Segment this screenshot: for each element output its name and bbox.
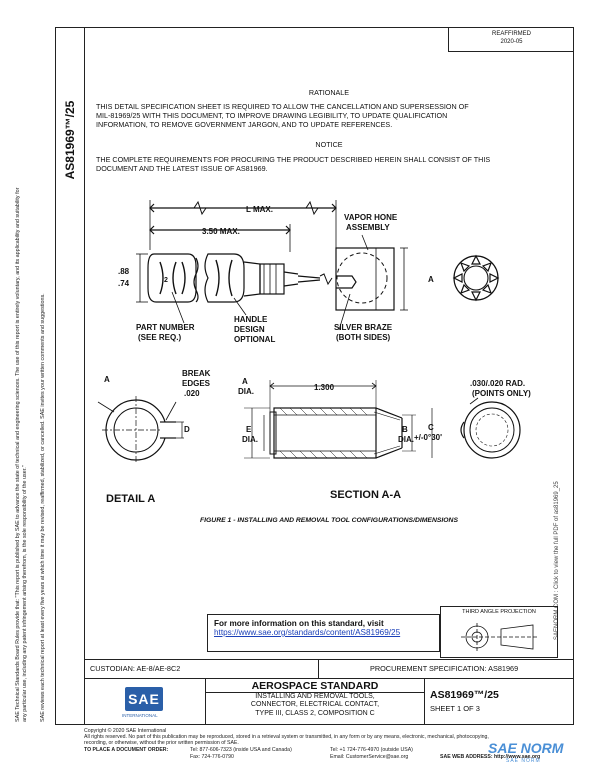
sheet-number: SHEET 1 OF 3 <box>430 704 480 713</box>
watermark-text: SAE NORM <box>488 740 564 756</box>
a-dia-label-2: DIA. <box>238 387 254 396</box>
e-dia-label-2: DIA. <box>242 435 258 444</box>
rationale-body-line1: THIS DETAIL SPECIFICATION SHEET IS REQUI… <box>96 102 469 111</box>
handle-label-3: OPTIONAL <box>234 335 275 344</box>
sae-logo-icon: SAE <box>125 687 163 711</box>
title-block-top-line <box>84 659 574 660</box>
notice-heading: NOTICE <box>315 140 343 149</box>
points-end-view <box>460 397 521 459</box>
handle-left-body <box>147 253 197 303</box>
silver-braze-label-2: (BOTH SIDES) <box>336 333 391 342</box>
break-edges-label-1: BREAK <box>182 369 211 378</box>
footer-fax: Fax: 724-776-0790 <box>190 754 234 760</box>
desc-line-1: INSTALLING AND REMOVAL TOOLS, <box>255 693 375 700</box>
rationale-body-line3: INFORMATION, TO REMOVE GOVERNMENT JARGON… <box>96 120 393 129</box>
dim-1300-label: 1.300 <box>314 383 335 392</box>
revision-date: 2020-05 <box>500 39 523 45</box>
notice-body-line1: THE COMPLETE REQUIREMENTS FOR PROCURING … <box>96 155 491 164</box>
detail-a-view <box>97 396 184 464</box>
dim-74-label: .74 <box>118 279 130 288</box>
rad-label-2: (POINTS ONLY) <box>472 389 531 398</box>
revision-box: REAFFIRMED 2020-05 <box>448 27 574 52</box>
info-box-title: For more information on this standard, v… <box>214 619 384 628</box>
title-underline <box>206 692 424 693</box>
b-dia-label-2: DIA. <box>398 435 414 444</box>
dim-88-label: .88 <box>118 267 130 276</box>
footer-copyright: Copyright © 2020 SAE International <box>84 728 167 734</box>
break-edges-label-2: EDGES <box>182 379 211 388</box>
handle-label-2: DESIGN <box>234 325 265 334</box>
left-margin-column <box>55 27 84 725</box>
footer-tel: Tel: 877-606-7323 (inside USA and Canada… <box>190 747 292 753</box>
footer-tel-2: Tel: +1 724-776-4970 (outside USA) <box>330 747 413 753</box>
svg-text:2: 2 <box>164 277 168 284</box>
end-view-star <box>452 254 500 302</box>
sidebar-notice-2: SAE reviews each technical report at lea… <box>40 293 46 722</box>
detail-d-label: D <box>184 425 190 434</box>
sidebar-doc-number: AS81969™/25 <box>63 100 77 180</box>
projection-box: THIRD ANGLE PROJECTION <box>440 606 558 658</box>
info-box-link[interactable]: https://www.sae.org/standards/content/AS… <box>214 628 401 637</box>
footer-rights: All rights reserved. No part of this pub… <box>84 734 489 740</box>
dim-350-label: 3.50 MAX. <box>202 227 240 236</box>
projection-label: THIRD ANGLE PROJECTION <box>462 609 536 615</box>
footer-web[interactable]: SAE WEB ADDRESS: http://www.sae.org <box>440 754 541 760</box>
sidebar-notice-1: SAE Technical Standards Board Rules prov… <box>15 187 28 722</box>
footer-rights-2: recording, or otherwise, without the pri… <box>84 740 239 746</box>
projection-symbol-icon <box>461 623 539 651</box>
handle-label-1: HANDLE <box>234 315 268 324</box>
section-a-label: A <box>428 275 434 284</box>
figure-caption: FIGURE 1 - INSTALLING AND REMOVAL TOOL C… <box>199 517 459 524</box>
sae-logo-box: SAE INTERNATIONAL <box>84 678 206 725</box>
standard-title: AEROSPACE STANDARD <box>251 680 379 692</box>
notice-body-line2: DOCUMENT AND THE LATEST ISSUE OF AS81969… <box>96 164 268 173</box>
footer-email[interactable]: Email: CustomerService@sae.org <box>330 754 409 760</box>
handle-right-body <box>204 253 245 303</box>
part-number-label-2: (SEE REQ.) <box>138 333 181 342</box>
c-label-2: +/-0°30' <box>414 433 442 442</box>
break-edges-label-3: .020 <box>184 389 200 398</box>
desc-line-3: TYPE III, CLASS 2, COMPOSITION C <box>255 709 375 717</box>
title-block-divider <box>318 659 319 678</box>
vapor-hone-label-1: VAPOR HONE <box>344 213 398 222</box>
b-dia-label-1: B <box>402 425 408 434</box>
tip-assembly <box>335 247 395 311</box>
revision-label: REAFFIRMED <box>492 31 531 37</box>
sae-logo-sub: INTERNATIONAL <box>122 713 158 718</box>
part-number-label-1: PART NUMBER <box>136 323 195 332</box>
doc-number: AS81969™/25 <box>430 689 499 701</box>
procurement-text: PROCUREMENT SPECIFICATION: AS81969 <box>370 664 519 673</box>
detail-a-title: DETAIL A <box>106 493 155 505</box>
technical-drawing: 2 <box>97 200 531 505</box>
title-block-mid-line <box>84 678 574 679</box>
l-max-label: L MAX. <box>246 205 273 214</box>
silver-braze-label-1: SILVER BRAZE <box>334 323 393 332</box>
watermark-sub: SAE NORM <box>506 758 541 764</box>
vapor-hone-label-2: ASSEMBLY <box>346 223 390 232</box>
e-dia-label-1: E <box>246 425 252 434</box>
doc-number-box: AS81969™/25 SHEET 1 OF 3 <box>424 678 574 725</box>
rationale-body-line2: MIL-81969/25 WITH THIS DOCUMENT, TO IMPR… <box>96 111 448 120</box>
section-aa-title: SECTION A-A <box>330 489 401 501</box>
c-label-1: C <box>428 423 434 432</box>
standard-description: INSTALLING AND REMOVAL TOOLS, CONNECTOR,… <box>206 693 424 718</box>
saenorm-watermark: SAE NORM SAE NORM <box>484 736 596 770</box>
rad-label-1: .030/.020 RAD. <box>470 379 525 388</box>
footer-order-label: TO PLACE A DOCUMENT ORDER: <box>84 747 169 753</box>
info-box: For more information on this standard, v… <box>207 614 440 652</box>
page-frame <box>84 27 574 725</box>
rationale-heading: RATIONALE <box>308 88 350 97</box>
detail-a-marker: A <box>104 375 110 384</box>
custodian-text: CUSTODIAN: AE-8/AE-8C2 <box>90 664 181 673</box>
desc-line-2: CONNECTOR, ELECTRICAL CONTACT, <box>250 701 380 709</box>
a-dia-label-1: A <box>242 377 248 386</box>
section-aa-view <box>244 380 433 459</box>
